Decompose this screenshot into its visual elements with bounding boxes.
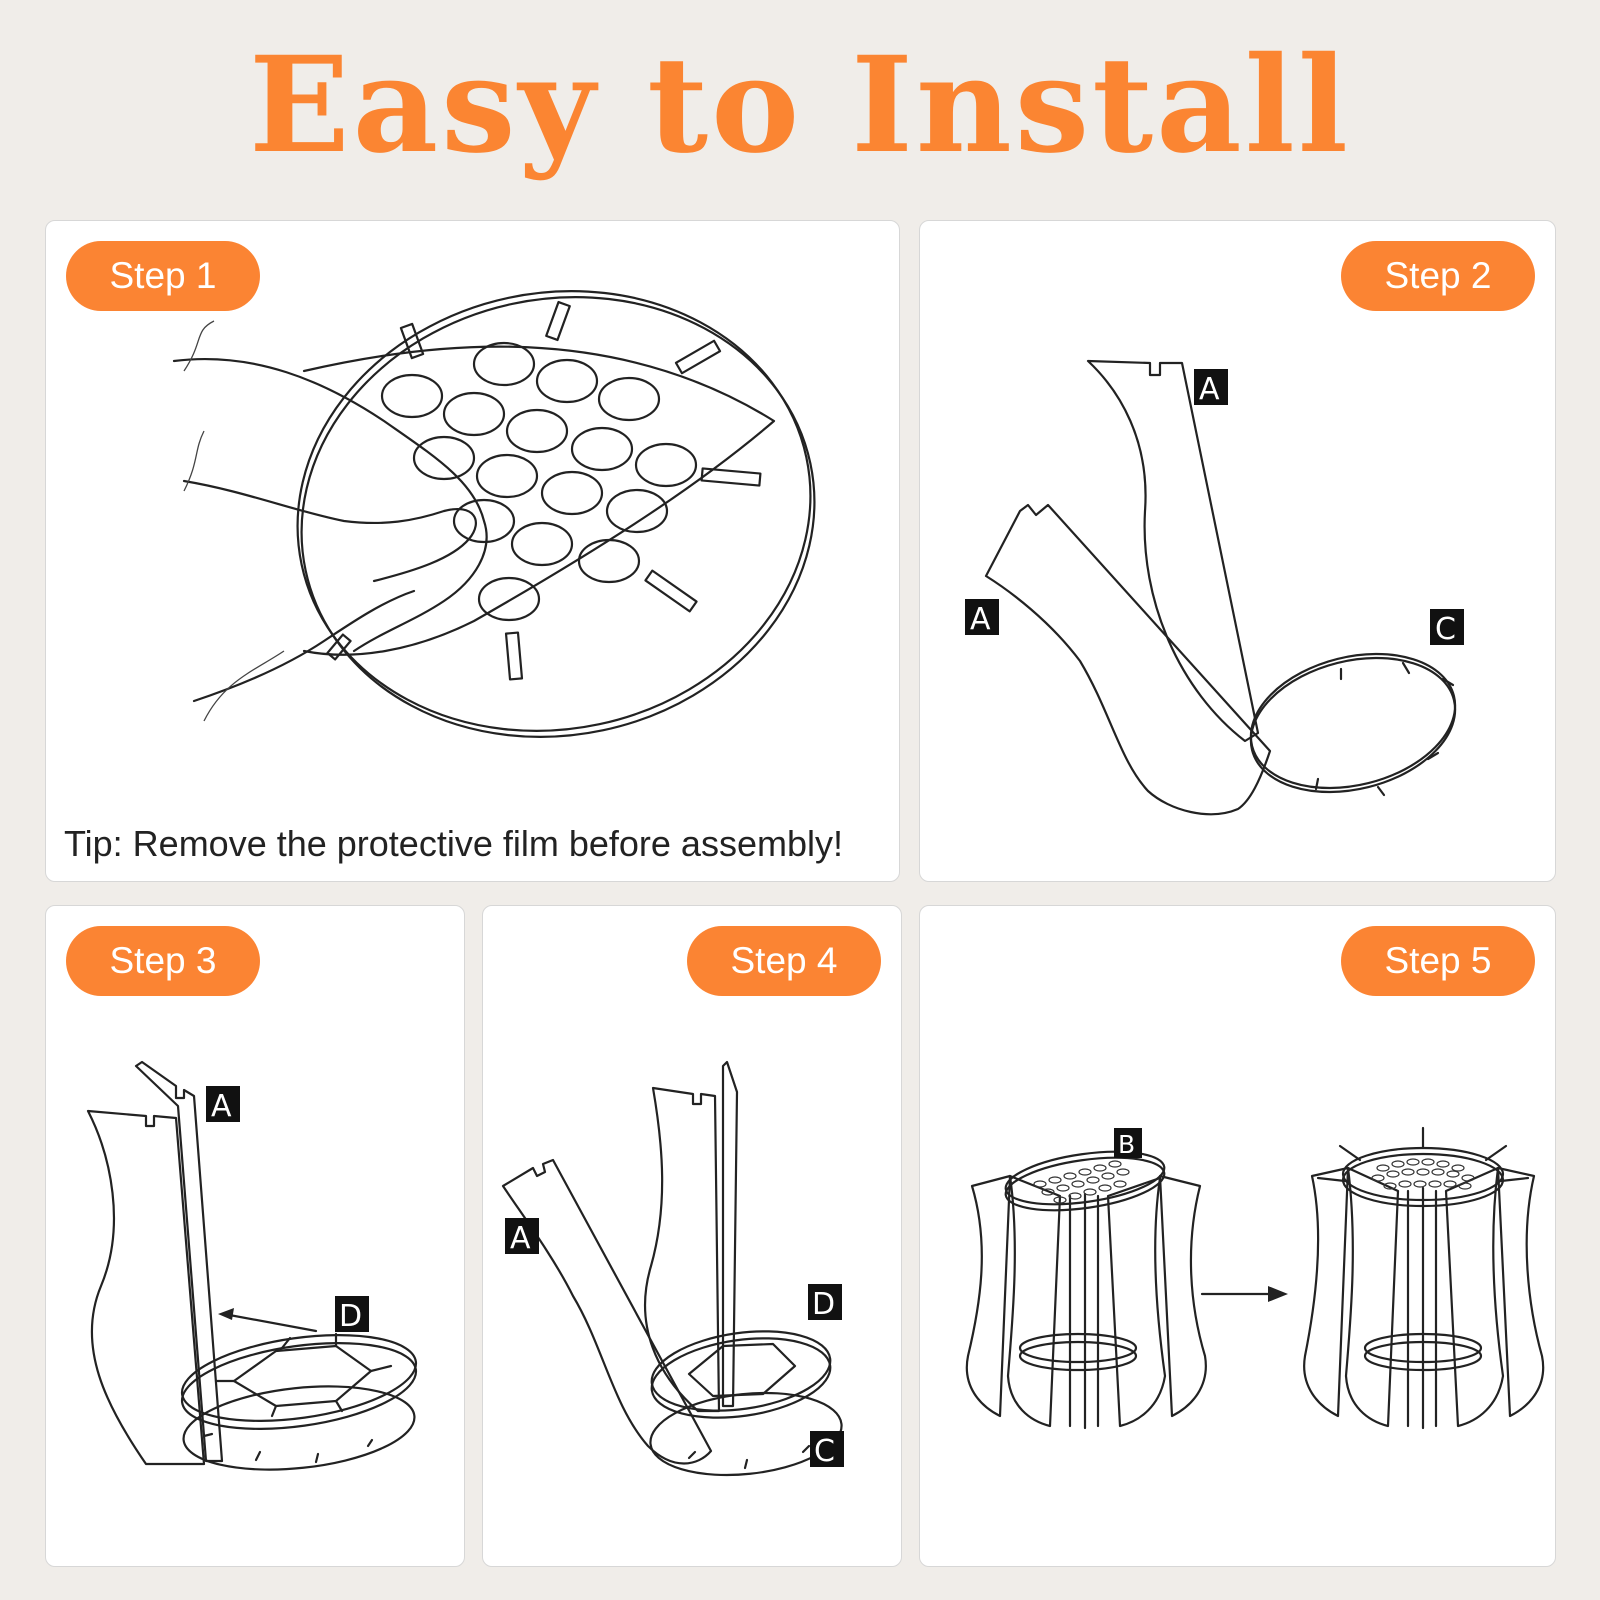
part-label-d: D: [335, 1296, 369, 1334]
svg-text:A: A: [211, 1089, 232, 1124]
svg-text:C: C: [1435, 612, 1456, 647]
svg-text:D: D: [812, 1287, 835, 1322]
part-label-d: D: [808, 1284, 842, 1322]
page-title: Easy to Install: [249, 28, 1351, 183]
step-3-panel: A D Step 3: [45, 905, 465, 1567]
part-label-a: A: [206, 1086, 240, 1124]
svg-text:C: C: [814, 1434, 835, 1469]
svg-text:A: A: [510, 1221, 531, 1256]
svg-text:A: A: [1199, 372, 1220, 407]
step-3-badge: Step 3: [66, 926, 260, 996]
step-5-panel: B: [919, 905, 1556, 1567]
peel-film-illustration: [172, 290, 816, 738]
step-5-illustration: B: [965, 1126, 1545, 1430]
svg-text:D: D: [339, 1299, 362, 1334]
step-1-badge: Step 1: [66, 241, 260, 311]
part-label-c: C: [1430, 609, 1464, 647]
step-3-illustration: A D: [86, 1060, 418, 1471]
step-1-panel: Step 1 Tip: Remove the protective film b…: [45, 220, 900, 882]
part-label-a-top: A: [1194, 369, 1228, 407]
step-2-illustration: A A C: [965, 359, 1464, 816]
part-label-c: C: [810, 1431, 844, 1469]
step-4-panel: A D C Step 4: [482, 905, 902, 1567]
step-4-illustration: A D C: [501, 1060, 844, 1477]
part-label-b: B: [1114, 1128, 1142, 1159]
step-2-panel: A A C Step 2: [919, 220, 1556, 882]
step-2-badge: Step 2: [1341, 241, 1535, 311]
tip-text: Tip: Remove the protective film before a…: [64, 823, 843, 864]
step-4-badge: Step 4: [687, 926, 881, 996]
part-label-a: A: [505, 1218, 539, 1256]
step-5-badge: Step 5: [1341, 926, 1535, 996]
svg-text:A: A: [970, 602, 991, 637]
svg-text:B: B: [1118, 1130, 1135, 1159]
part-label-a-left: A: [965, 599, 999, 637]
